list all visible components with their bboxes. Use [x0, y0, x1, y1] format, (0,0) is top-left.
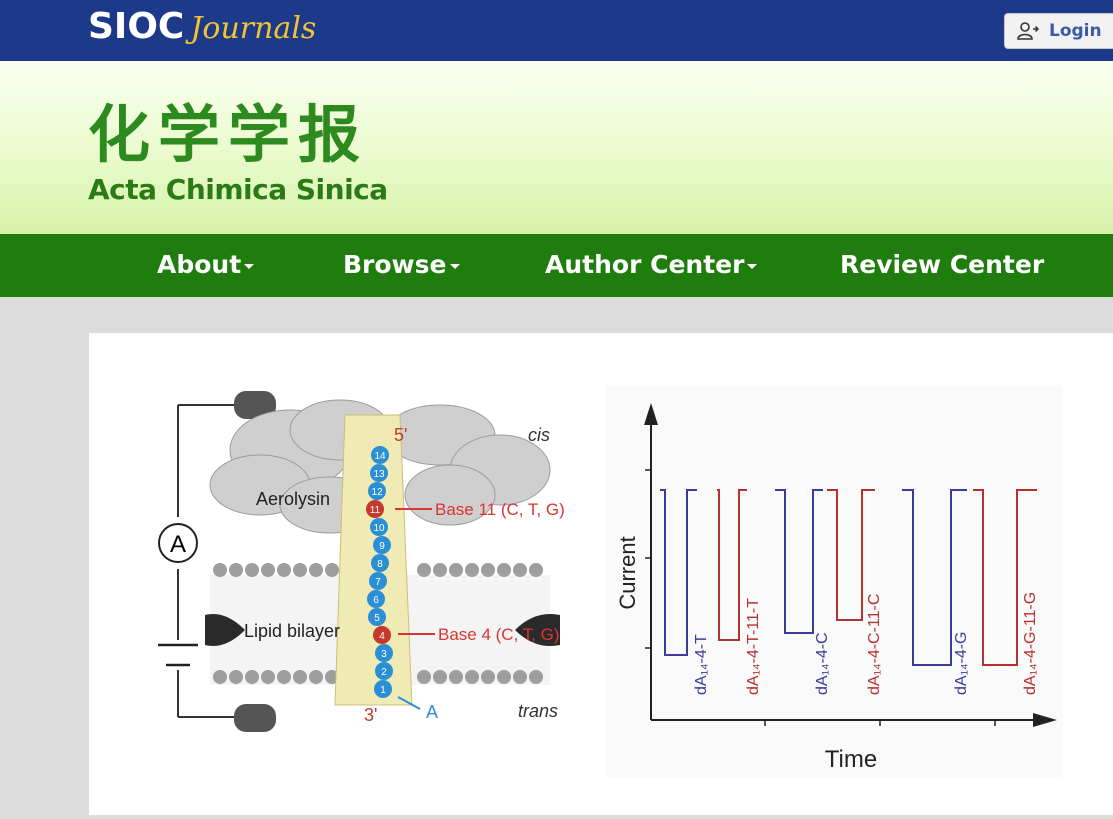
bead-label: 13	[373, 469, 385, 480]
y-axis-label: Current	[615, 536, 640, 609]
login-label: Login	[1049, 21, 1102, 41]
base-11-label: Base 11 (C, T, G)	[435, 500, 565, 519]
nanopore-schematic[interactable]: A 14 13 12 11 10 9 8 7 6 5 4	[150, 375, 570, 740]
base-4-label: Base 4 (C, T, G)	[438, 625, 560, 644]
journal-banner	[0, 61, 1113, 234]
bead-label: 5	[374, 613, 380, 624]
nav-browse-label: Browse	[343, 250, 447, 279]
bead-label: 14	[374, 451, 386, 462]
trace-dA14-4-G-11-G	[973, 489, 1037, 666]
chevron-down-icon	[449, 263, 460, 269]
dna-bead-chain: 14 13 12 11 10 9 8 7 6 5 4 3 2 1	[366, 446, 393, 698]
bead-label: 1	[380, 685, 386, 696]
trace-dA14-4-G	[902, 489, 967, 666]
nav-author-center[interactable]: Author Center	[545, 250, 758, 279]
arrow-a-label: A	[426, 702, 438, 722]
nav-author-center-label: Author Center	[545, 250, 745, 279]
chevron-down-icon	[747, 263, 758, 269]
trace-label: dA₁₄-4-G	[953, 632, 970, 696]
x-axis-label: Time	[825, 746, 877, 773]
bead-label: 6	[373, 595, 379, 606]
trace-label: dA₁₄-4-C-11-C	[866, 594, 883, 695]
nav-review-center[interactable]: Review Center	[840, 250, 1044, 279]
bead-label: 11	[370, 505, 381, 516]
chevron-down-icon	[244, 263, 255, 269]
trace-dA14-4-C-11-C	[827, 489, 875, 621]
trace-label: dA₁₄-4-C	[814, 632, 831, 695]
bead-label: 4	[379, 631, 385, 642]
trace-label: dA₁₄-4-T-11-T	[745, 598, 762, 695]
brand-italic: Journals	[190, 11, 317, 46]
nav-about[interactable]: About	[157, 250, 255, 279]
bead-label: 3	[381, 649, 387, 660]
bead-label: 12	[371, 487, 383, 498]
ammeter-label: A	[170, 531, 186, 558]
journal-chinese-title: 化学学报	[88, 98, 369, 171]
bead-label: 9	[379, 541, 385, 552]
bead-label: 8	[377, 559, 383, 570]
bead-label: 10	[373, 523, 385, 534]
trace-dA14-4-T	[660, 489, 697, 656]
lipid-bilayer-label: Lipid bilayer	[244, 621, 340, 641]
trace-label: dA₁₄-4-T	[693, 634, 710, 695]
three-prime-label: 3'	[364, 705, 377, 725]
trace-dA14-4-C	[775, 489, 823, 634]
journal-english-title: Acta Chimica Sinica	[88, 173, 388, 206]
aerolysin-label: Aerolysin	[256, 489, 330, 509]
trace-label: dA₁₄-4-G-11-G	[1022, 592, 1039, 695]
login-button[interactable]: Login	[1004, 13, 1113, 49]
five-prime-label: 5'	[394, 425, 407, 445]
main-nav: About Browse Author Center Review Center	[0, 234, 1113, 297]
nav-browse[interactable]: Browse	[343, 250, 460, 279]
nav-review-center-label: Review Center	[840, 250, 1045, 279]
cis-label: cis	[528, 425, 550, 445]
bead-label: 7	[375, 577, 381, 588]
trans-label: trans	[518, 701, 558, 721]
trace-dA14-4-T-11-T	[717, 489, 747, 641]
current-trace-plot[interactable]: Current Time dA₁₄-4-T dA₁₄-4-T-11-T dA₁₄…	[605, 385, 1063, 777]
brand-main: SIOC	[88, 6, 185, 47]
bead-label: 2	[381, 667, 387, 678]
user-login-icon	[1017, 22, 1039, 40]
nav-about-label: About	[157, 250, 242, 279]
